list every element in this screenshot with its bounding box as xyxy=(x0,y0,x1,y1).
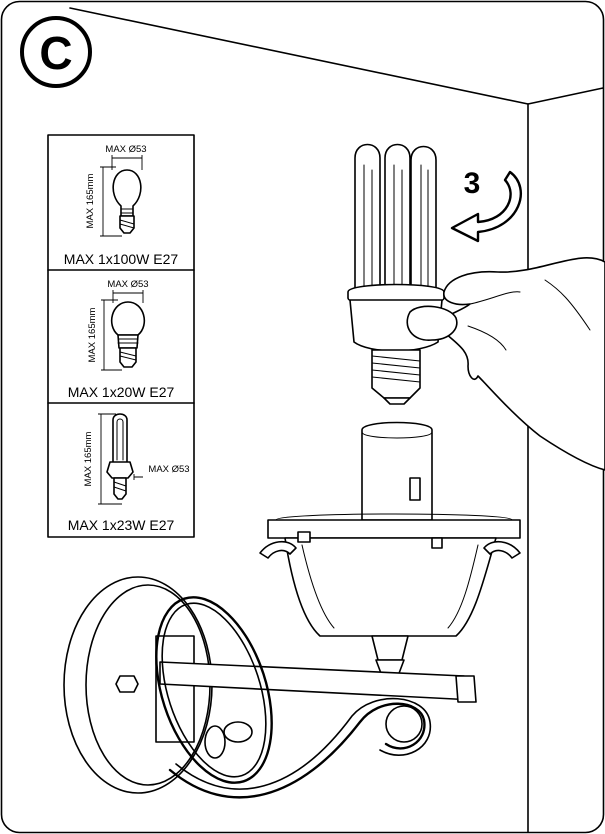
height-label: MAX 165mm xyxy=(85,173,96,228)
cfl-bulb-icon xyxy=(106,413,134,500)
rotation-step-number: 3 xyxy=(464,167,481,200)
diameter-label: MAX Ø53 xyxy=(107,279,148,290)
spec-cell-led: MAX Ø53 MAX 165mm MAX 1x20W E27 xyxy=(68,279,175,400)
spec-cell-cfl: MAX 165mm MAX Ø53 MAX 1x23W E27 xyxy=(68,413,190,533)
spec-cell-incandescent: MAX Ø53 MAX 165mm MAX 1x100W E27 xyxy=(64,144,179,267)
lamp-cup xyxy=(259,513,521,677)
rating-label: MAX 1x23W E27 xyxy=(68,517,175,533)
step-badge: C xyxy=(20,16,92,88)
bulb-spec-table: MAX Ø53 MAX 165mm MAX 1x100W E27 MAX Ø53… xyxy=(47,134,195,538)
rotate-arrow-icon xyxy=(450,170,522,243)
lamp-socket xyxy=(361,421,433,521)
rotation-indicator: 3 xyxy=(450,167,522,243)
height-label: MAX 165mm xyxy=(83,431,94,486)
rating-label: MAX 1x20W E27 xyxy=(68,384,175,400)
incandescent-bulb-icon xyxy=(112,169,142,234)
rating-label: MAX 1x100W E27 xyxy=(64,251,179,267)
wall-bracket xyxy=(63,576,477,799)
height-label: MAX 165mm xyxy=(87,307,98,362)
wall-outline xyxy=(69,7,604,833)
diameter-label: MAX Ø53 xyxy=(105,144,146,155)
hand xyxy=(406,257,605,471)
cfl-bulb xyxy=(347,143,445,405)
led-bulb-icon xyxy=(110,301,146,368)
diameter-label: MAX Ø53 xyxy=(148,464,189,475)
step-badge-letter: C xyxy=(39,27,72,79)
